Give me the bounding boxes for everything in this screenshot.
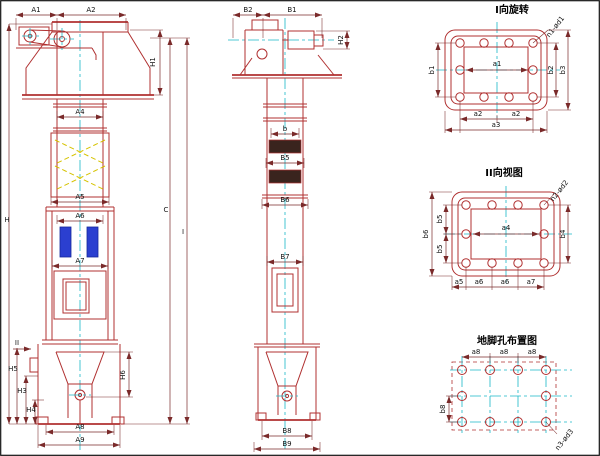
front-view: A1 A2 H H1 C I A4 A5 — [4, 6, 190, 450]
dim-H: H — [4, 216, 9, 224]
dim-a2-left: a2 — [474, 110, 483, 118]
dim-a6-1: a6 — [475, 278, 484, 286]
dim-B7: B7 — [280, 253, 289, 261]
dim-b8: b8 — [439, 405, 447, 414]
dim-A5: A5 — [75, 193, 84, 201]
bucket-right — [86, 226, 99, 258]
dim-A4: A4 — [75, 108, 85, 116]
front-dimensions: A1 A2 H H1 C I A4 A5 — [4, 6, 190, 448]
dim-b1: b1 — [428, 66, 436, 75]
anchor-holes — [457, 365, 551, 427]
dim-A6: A6 — [75, 212, 85, 220]
side-head — [232, 19, 342, 79]
dim-a1: a1 — [493, 60, 502, 68]
dim-B9: B9 — [282, 440, 291, 448]
detail-mid-title: II向视图 — [485, 166, 522, 179]
dim-a8-3: a8 — [528, 348, 537, 356]
dim-b6: b6 — [422, 229, 430, 238]
view-marker-II: II — [15, 339, 19, 347]
dim-a8-2: a8 — [500, 348, 509, 356]
dim-I: I — [182, 228, 184, 236]
side-casing — [254, 78, 320, 348]
detail-view-top: I向旋转 n1-ød1 a1 b1 b2 b3 — [428, 3, 571, 133]
dim-a6-2: a6 — [501, 278, 510, 286]
dim-H2: H2 — [337, 35, 345, 45]
dim-b: b — [283, 125, 288, 133]
dim-B2: B2 — [243, 6, 252, 14]
dim-n1-holes: n1-ød1 — [545, 15, 566, 39]
dim-A1: A1 — [31, 6, 40, 14]
dim-a5: a5 — [455, 278, 464, 286]
side-boot — [255, 347, 321, 421]
dim-A9: A9 — [75, 436, 84, 444]
dim-A7: A7 — [75, 257, 84, 265]
front-head-hood — [22, 21, 154, 100]
dim-B5: B5 — [280, 154, 289, 162]
bucket-side-1 — [268, 139, 302, 154]
bucket-side-2 — [268, 169, 302, 184]
dim-H6: H6 — [119, 370, 127, 380]
side-view: B2 B1 H2 b B5 B6 B7 B8 — [228, 6, 350, 452]
bucket-left — [59, 226, 72, 258]
inspection-door-side — [271, 267, 299, 313]
dim-a3: a3 — [492, 121, 501, 129]
dim-b2: b2 — [547, 66, 555, 75]
dim-b4: b4 — [559, 229, 567, 238]
dim-B8: B8 — [282, 427, 291, 435]
front-boot — [29, 344, 125, 425]
dim-H3: H3 — [17, 387, 27, 395]
dim-H5: H5 — [8, 365, 18, 373]
dim-H1: H1 — [149, 57, 157, 67]
dim-A8: A8 — [75, 423, 84, 431]
dim-a2-right: a2 — [512, 110, 521, 118]
dim-a7: a7 — [527, 278, 536, 286]
dim-A2: A2 — [86, 6, 95, 14]
dim-n3-holes: n3-ød3 — [554, 428, 575, 452]
dim-C: C — [164, 206, 169, 214]
detail-top-title: I向旋转 — [495, 3, 529, 16]
detail-view-anchor: 地脚孔布置图 a8 a8 a8 b8 n3-ød3 — [439, 334, 575, 452]
detail-anchor-title: 地脚孔布置图 — [477, 334, 537, 347]
dim-B6: B6 — [280, 196, 290, 204]
side-dimensions: B2 B1 H2 b B5 B6 B7 B8 — [232, 6, 350, 452]
front-mid-casing — [42, 206, 118, 345]
dim-b3: b3 — [559, 66, 567, 75]
dim-H4: H4 — [26, 406, 36, 414]
detail-view-mid: II向视图 n2-ød2 a4 b5 b5 b6 b4 — [422, 166, 572, 290]
dim-b5-top: b5 — [436, 215, 444, 224]
dim-b5-bottom: b5 — [436, 245, 444, 254]
dim-a4: a4 — [502, 224, 511, 232]
dim-B1: B1 — [287, 6, 296, 14]
dim-a8-1: a8 — [472, 348, 481, 356]
inspection-door — [53, 270, 107, 320]
